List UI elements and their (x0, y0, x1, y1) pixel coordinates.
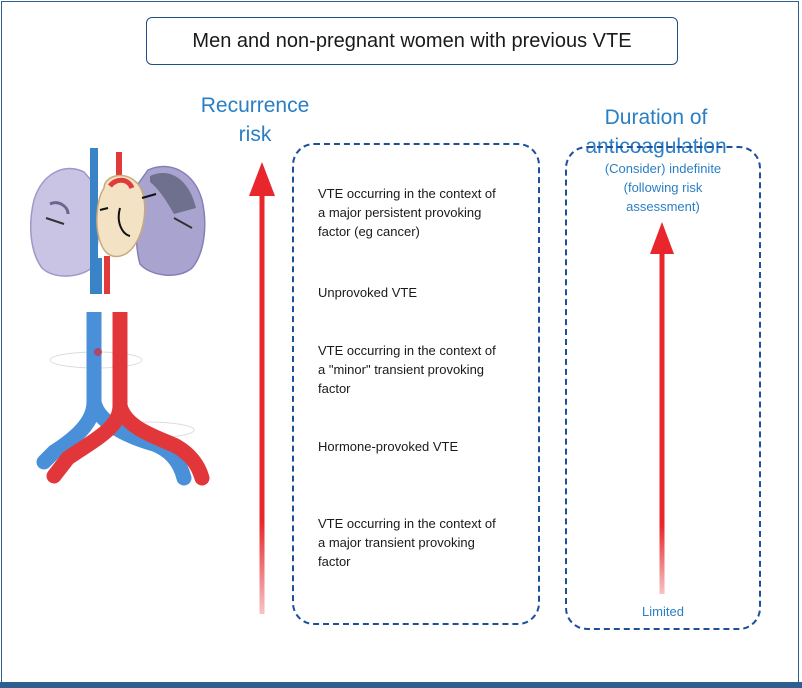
category-minor-transient: VTE occurring in the context of a "minor… (318, 341, 536, 398)
risk-category-box (292, 143, 540, 625)
bottom-rule (0, 682, 802, 688)
category-line: a major transient provoking (318, 535, 475, 550)
category-major-persistent: VTE occurring in the context of a major … (318, 184, 536, 241)
category-line: a "minor" transient provoking (318, 362, 485, 377)
duration-limited: Limited (642, 604, 684, 619)
category-line: a major persistent provoking (318, 205, 482, 220)
heart-lungs-illustration (29, 148, 206, 294)
duration-arrow (650, 222, 674, 594)
category-line: Unprovoked VTE (318, 285, 417, 300)
recurrence-risk-heading-line2: risk (238, 123, 272, 146)
category-line: Hormone-provoked VTE (318, 439, 459, 454)
recurrence-risk-heading: Recurrence risk (180, 91, 330, 149)
vessels-illustration (36, 312, 210, 486)
duration-top-line2: (following risk (623, 180, 703, 195)
category-line: VTE occurring in the context of (318, 516, 496, 531)
recurrence-risk-arrow (249, 162, 275, 614)
category-major-transient: VTE occurring in the context of a major … (318, 514, 536, 571)
duration-heading-line1: Duration of (604, 106, 708, 129)
category-line: VTE occurring in the context of (318, 343, 496, 358)
category-line: VTE occurring in the context of (318, 186, 496, 201)
duration-indefinite: (Consider) indefinite (following risk as… (572, 159, 754, 216)
category-line: factor (eg cancer) (318, 224, 420, 239)
category-unprovoked: Unprovoked VTE (318, 283, 536, 302)
recurrence-risk-heading-line1: Recurrence (200, 94, 310, 117)
category-hormone-provoked: Hormone-provoked VTE (318, 437, 536, 456)
duration-top-line1: (Consider) indefinite (604, 161, 722, 176)
title-text: Men and non-pregnant women with previous… (192, 29, 632, 52)
duration-top-line3: assessment) (626, 199, 700, 214)
category-line: factor (318, 381, 351, 396)
title-box: Men and non-pregnant women with previous… (146, 17, 678, 65)
category-line: factor (318, 554, 351, 569)
duration-box (565, 146, 761, 630)
